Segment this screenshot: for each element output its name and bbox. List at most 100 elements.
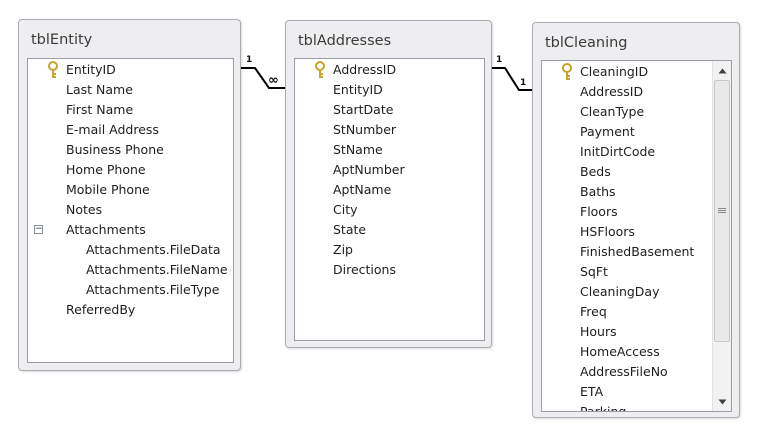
relationship-one-label: 1 bbox=[520, 78, 527, 88]
scroll-thumb[interactable] bbox=[714, 80, 730, 342]
field-name: StNumber bbox=[333, 122, 397, 137]
field-row[interactable]: ETA bbox=[542, 382, 731, 402]
arrow-up-icon bbox=[718, 68, 726, 73]
field-row[interactable]: Parking bbox=[542, 402, 731, 411]
collapse-icon[interactable]: − bbox=[34, 224, 43, 234]
field-row[interactable]: ReferredBy bbox=[28, 300, 233, 320]
field-name: Mobile Phone bbox=[66, 182, 150, 197]
field-row[interactable]: StartDate bbox=[295, 100, 484, 120]
field-row[interactable]: Floors bbox=[542, 202, 731, 222]
field-row[interactable]: AddressID bbox=[295, 60, 484, 80]
field-row[interactable]: EntityID bbox=[295, 80, 484, 100]
field-name: Attachments.FileType bbox=[86, 282, 220, 297]
field-row[interactable]: Beds bbox=[542, 162, 731, 182]
field-name: City bbox=[333, 202, 358, 217]
field-row[interactable]: First Name bbox=[28, 100, 233, 120]
relationship-many-label: ∞ bbox=[268, 73, 279, 88]
table-window-tblcleaning[interactable]: tblCleaning CleaningID AddressID CleanType… bbox=[532, 22, 740, 418]
field-name: Business Phone bbox=[66, 142, 164, 157]
field-name: AptNumber bbox=[333, 162, 405, 177]
field-row[interactable]: Baths bbox=[542, 182, 731, 202]
primary-key-icon bbox=[46, 61, 60, 79]
field-row[interactable]: CleaningID bbox=[542, 62, 731, 82]
field-name: Freq bbox=[580, 304, 607, 319]
arrow-down-icon bbox=[718, 399, 726, 404]
field-row[interactable]: Freq bbox=[542, 302, 731, 322]
field-row[interactable]: Zip bbox=[295, 240, 484, 260]
field-name: AddressFileNo bbox=[580, 364, 668, 379]
field-row[interactable]: AddressID bbox=[542, 82, 731, 102]
field-name: Zip bbox=[333, 242, 353, 257]
field-row[interactable]: AptNumber bbox=[295, 160, 484, 180]
field-row[interactable]: StNumber bbox=[295, 120, 484, 140]
field-row[interactable]: CleaningDay bbox=[542, 282, 731, 302]
field-name: EntityID bbox=[66, 62, 116, 77]
primary-key-icon bbox=[313, 61, 327, 79]
field-name: Directions bbox=[333, 262, 396, 277]
primary-key-icon bbox=[560, 63, 574, 81]
scroll-down-button[interactable] bbox=[713, 393, 731, 410]
field-row[interactable]: EntityID bbox=[28, 60, 233, 80]
field-name: Last Name bbox=[66, 82, 133, 97]
field-name: ReferredBy bbox=[66, 302, 136, 317]
field-row[interactable]: Business Phone bbox=[28, 140, 233, 160]
table-title[interactable]: tblAddresses bbox=[298, 33, 392, 49]
field-row[interactable]: Attachments.FileType bbox=[28, 280, 233, 300]
relationship-one-label: 1 bbox=[246, 55, 253, 65]
field-name: AddressID bbox=[333, 62, 397, 77]
field-name: Floors bbox=[580, 204, 618, 219]
field-row[interactable]: E-mail Address bbox=[28, 120, 233, 140]
field-row[interactable]: InitDirtCode bbox=[542, 142, 731, 162]
field-name: Payment bbox=[580, 124, 635, 139]
field-name: HomeAccess bbox=[580, 344, 660, 359]
vertical-scrollbar[interactable] bbox=[712, 61, 731, 411]
field-row[interactable]: Payment bbox=[542, 122, 731, 142]
field-name: First Name bbox=[66, 102, 134, 117]
field-name: ETA bbox=[580, 384, 604, 399]
field-name: Beds bbox=[580, 164, 611, 179]
field-row[interactable]: FinishedBasement bbox=[542, 242, 731, 262]
field-name: AddressID bbox=[580, 84, 644, 99]
field-row[interactable]: Mobile Phone bbox=[28, 180, 233, 200]
field-name: Home Phone bbox=[66, 162, 146, 177]
field-name: CleaningID bbox=[580, 64, 649, 79]
field-row[interactable]: CleanType bbox=[542, 102, 731, 122]
field-row[interactable]: Home Phone bbox=[28, 160, 233, 180]
relationship-line-entity-addresses bbox=[241, 67, 285, 89]
scroll-up-button[interactable] bbox=[713, 62, 731, 79]
grip-icon bbox=[718, 208, 726, 213]
field-row[interactable]: SqFt bbox=[542, 262, 731, 282]
field-row[interactable]: Attachments.FileName bbox=[28, 260, 233, 280]
table-title[interactable]: tblCleaning bbox=[545, 35, 628, 51]
field-row[interactable]: AptName bbox=[295, 180, 484, 200]
table-title[interactable]: tblEntity bbox=[31, 32, 93, 48]
field-name: CleaningDay bbox=[580, 284, 660, 299]
field-name: Attachments bbox=[66, 222, 146, 237]
field-row[interactable]: City bbox=[295, 200, 484, 220]
field-row[interactable]: Notes bbox=[28, 200, 233, 220]
field-name: HSFloors bbox=[580, 224, 635, 239]
field-row[interactable]: − Attachments bbox=[28, 220, 233, 240]
field-name: EntityID bbox=[333, 82, 383, 97]
field-row[interactable]: Last Name bbox=[28, 80, 233, 100]
field-name: StName bbox=[333, 142, 383, 157]
relationship-line-addresses-cleaning bbox=[491, 67, 532, 91]
field-name: Notes bbox=[66, 202, 103, 217]
field-row[interactable]: State bbox=[295, 220, 484, 240]
field-row[interactable]: Attachments.FileData bbox=[28, 240, 233, 260]
field-row[interactable]: AddressFileNo bbox=[542, 362, 731, 382]
field-row[interactable]: HomeAccess bbox=[542, 342, 731, 362]
field-row[interactable]: HSFloors bbox=[542, 222, 731, 242]
field-row[interactable]: Hours bbox=[542, 322, 731, 342]
field-name: AptName bbox=[333, 182, 392, 197]
field-row[interactable]: StName bbox=[295, 140, 484, 160]
relationship-one-label: 1 bbox=[496, 55, 503, 65]
field-row[interactable]: Directions bbox=[295, 260, 484, 280]
field-name: CleanType bbox=[580, 104, 645, 119]
